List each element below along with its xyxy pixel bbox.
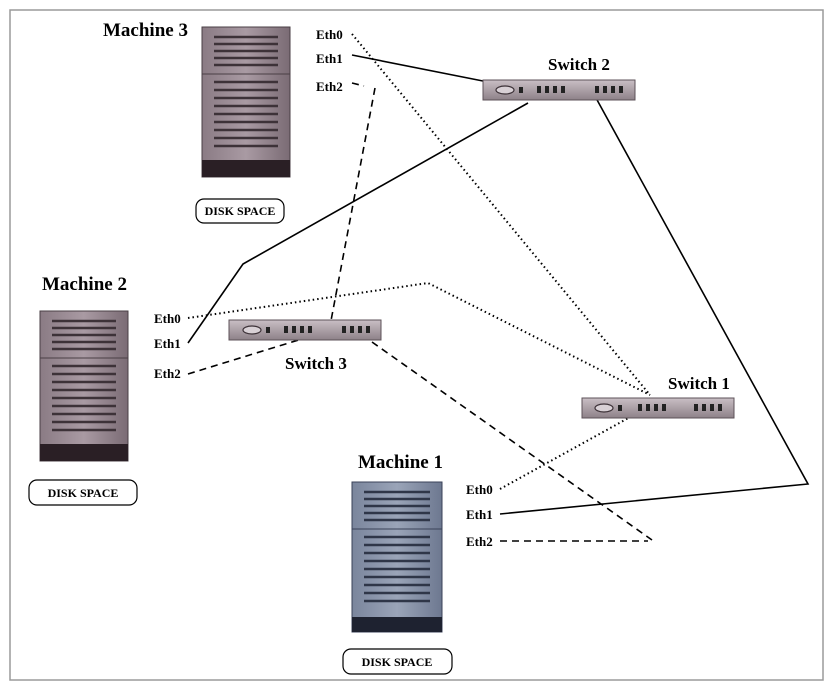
machine-2-eth0-label: Eth0 [154, 311, 181, 326]
switch-3-title: Switch 3 [285, 354, 347, 373]
machine-3-title: Machine 3 [103, 20, 188, 41]
connection-lines [187, 33, 810, 542]
switch-1-title: Switch 1 [668, 374, 730, 393]
switch-2: Switch 2 [482, 55, 636, 101]
machine-2-eth1-label: Eth1 [154, 336, 181, 351]
link-m3-eth1-switch2 [351, 54, 489, 83]
machine-1-eth0-label: Eth0 [466, 482, 493, 497]
link-m2-eth2-switch3 [187, 337, 306, 375]
switch-1: Switch 1 [581, 374, 735, 419]
switch-3: Switch 3 [228, 319, 382, 373]
link-switch3-m1-eth2 [371, 341, 653, 541]
machine-2: Machine 2 DISK SPACE Eth0 Eth1 Eth2 [28, 274, 181, 506]
machine-1-server-icon [351, 481, 443, 633]
machine-1-title: Machine 1 [358, 452, 443, 473]
switch-2-title: Switch 2 [548, 55, 610, 74]
machine-3: Machine 3 DISK SPACE Eth0 Eth1 Eth2 [103, 20, 343, 224]
machine-3-disk-space-label: DISK SPACE [205, 204, 276, 218]
machine-3-eth0-label: Eth0 [316, 27, 343, 42]
link-m2-eth1-switch2 [187, 102, 529, 344]
link-m3-eth2-stub [351, 82, 365, 87]
machine-1-eth1-label: Eth1 [466, 507, 493, 522]
machine-3-drive-bays [214, 35, 278, 148]
machine-1-disk-space-label: DISK SPACE [362, 655, 433, 669]
link-m3-eth0-switch1 [351, 33, 651, 396]
machine-2-server-icon [39, 310, 129, 462]
link-m3-eth2-switch3 [329, 87, 376, 327]
machine-3-eth2-label: Eth2 [316, 79, 343, 94]
link-m1-eth1-switch2 [499, 97, 810, 515]
machine-3-eth1-label: Eth1 [316, 51, 343, 66]
machine-2-disk-space-label: DISK SPACE [48, 486, 119, 500]
machine-3-disk-space-box [195, 198, 285, 224]
switch-2-icon [482, 79, 636, 101]
switch-1-icon [581, 397, 735, 419]
machine-3-server-icon [201, 26, 291, 178]
machine-1-disk-space-box [342, 648, 453, 675]
machine-2-eth2-label: Eth2 [154, 366, 181, 381]
machine-2-disk-space-box [28, 479, 138, 506]
machine-2-drive-bays [52, 319, 116, 432]
machine-1-eth2-label: Eth2 [466, 534, 493, 549]
machine-2-title: Machine 2 [42, 274, 127, 295]
switch-3-icon [228, 319, 382, 341]
machine-1: Machine 1 DISK SPACE Eth0 Eth1 Eth2 [342, 452, 493, 675]
machine-1-drive-bays [364, 490, 430, 603]
